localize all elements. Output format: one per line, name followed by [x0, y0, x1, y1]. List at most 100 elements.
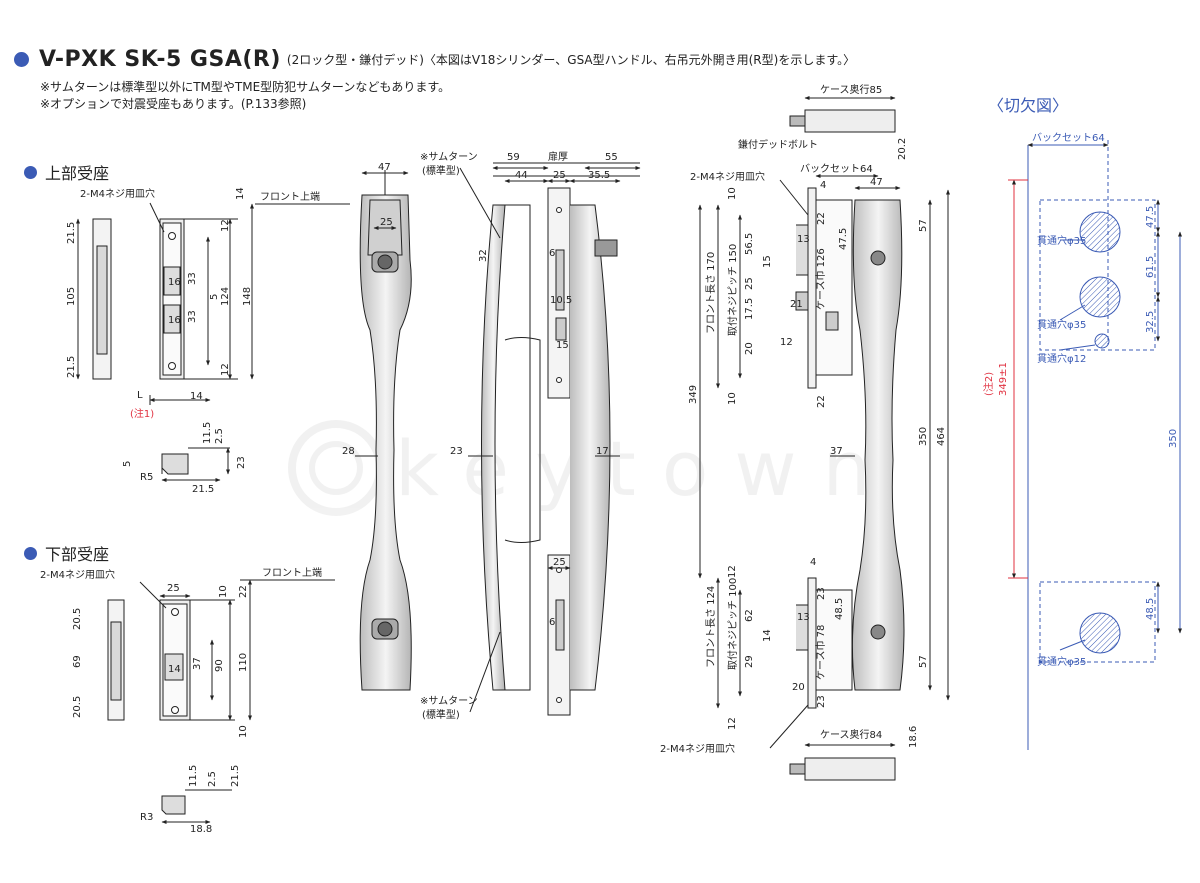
svg-text:12: 12: [220, 363, 231, 376]
svg-text:14: 14: [762, 629, 773, 642]
upper-screw-hole-label: 2-M4ネジ用皿穴: [80, 187, 155, 200]
cutout-labels: バックセット64 貫通穴φ35 貫通穴φ35 貫通穴φ12 貫通穴φ35 47.…: [982, 132, 1179, 668]
svg-text:47.5: 47.5: [838, 228, 849, 250]
svg-text:21.5: 21.5: [230, 765, 241, 787]
front-handle-labels: 47 25 28: [342, 162, 393, 457]
svg-text:10: 10: [727, 392, 738, 405]
svg-text:25: 25: [380, 217, 393, 228]
svg-text:55: 55: [605, 152, 618, 163]
svg-text:61.5: 61.5: [1145, 256, 1156, 278]
note-option: ※オプションで対震受座もあります。(P.133参照): [40, 97, 307, 111]
front-len-124: フロント長さ 124: [705, 586, 717, 668]
section-upper-strike: 上部受座: [24, 160, 109, 184]
mortise-screw-hole-bottom: 2-M4ネジ用皿穴: [660, 742, 735, 755]
svg-text:23: 23: [816, 587, 827, 600]
svg-text:6: 6: [549, 248, 555, 259]
lower-strike-title: 下部受座: [45, 545, 110, 564]
svg-text:21: 21: [790, 299, 803, 310]
note1-ref: (注1): [130, 407, 154, 420]
front-len-170: フロント長さ 170: [705, 252, 717, 334]
front-handle: [355, 170, 412, 691]
lower-strike-drawing: [107, 579, 335, 721]
svg-text:18.6: 18.6: [908, 726, 919, 748]
svg-text:28: 28: [342, 446, 355, 457]
upper-strike-drawing: [76, 202, 350, 405]
svg-text:21.5: 21.5: [66, 222, 77, 244]
upper-bullet-icon: [24, 165, 37, 179]
svg-text:14: 14: [235, 187, 246, 200]
svg-text:21.5: 21.5: [192, 484, 214, 495]
thumbturn-label-bottom: ※サムターン: [420, 695, 478, 707]
svg-text:48.5: 48.5: [834, 598, 845, 620]
svg-text:57: 57: [918, 655, 929, 668]
svg-text:23: 23: [450, 446, 463, 457]
page-title: V-PXK SK-5 GSA(R) (2ロック型・鎌付デッド)〈本図はV18シリ…: [14, 44, 855, 74]
svg-text:62: 62: [744, 609, 755, 622]
svg-text:69: 69: [72, 655, 83, 668]
svg-text:44: 44: [515, 170, 528, 181]
upper-strike-title: 上部受座: [45, 164, 110, 183]
side-view-labels: ※サムターン (標準型) 扉厚 59 55 44 25 35.5 32 6 10…: [420, 150, 618, 721]
svg-text:20.5: 20.5: [72, 696, 83, 718]
svg-text:47: 47: [870, 177, 883, 188]
case-w-78: ケース巾 78: [814, 625, 827, 680]
svg-text:5: 5: [122, 461, 133, 467]
model-subtitle: (2ロック型・鎌付デッド)〈本図はV18シリンダー、GSA型ハンドル、右吊元外開…: [286, 52, 856, 67]
svg-text:350: 350: [1168, 429, 1179, 448]
svg-text:33: 33: [187, 272, 198, 285]
svg-text:22: 22: [238, 585, 249, 598]
dim-349: 349±1: [998, 362, 1009, 396]
case-depth-85: ケース奥行85: [820, 83, 882, 96]
case-depth-84: ケース奥行84: [820, 728, 882, 741]
svg-text:10: 10: [218, 585, 229, 598]
backset-64-cutout: バックセット64: [1032, 132, 1105, 144]
svg-text:20.2: 20.2: [897, 138, 908, 160]
svg-text:14: 14: [168, 664, 181, 675]
lower-strike-section-labels: 11.5 2.5 21.5 R3 18.8: [140, 765, 241, 835]
svg-text:464: 464: [936, 427, 947, 446]
watermark: keytown: [288, 420, 871, 516]
svg-text:33: 33: [187, 310, 198, 323]
svg-text:47: 47: [378, 162, 391, 173]
svg-text:11.5: 11.5: [188, 765, 199, 787]
svg-text:124: 124: [220, 287, 231, 306]
svg-text:148: 148: [242, 287, 253, 306]
svg-text:10: 10: [727, 187, 738, 200]
thumbturn-std-top: (標準型): [422, 164, 460, 177]
svg-text:5: 5: [209, 294, 220, 300]
svg-text:47.5: 47.5: [1145, 206, 1156, 228]
svg-text:25: 25: [553, 557, 566, 568]
svg-text:21.5: 21.5: [66, 356, 77, 378]
pitch-100: 取付ネジピッチ 100: [726, 578, 739, 670]
svg-text:20.5: 20.5: [72, 608, 83, 630]
svg-text:22: 22: [816, 395, 827, 408]
note-thumbturn: ※サムターンは標準型以外にTM型やTME型防犯サムターンなどもあります。: [40, 80, 451, 94]
section-lower-strike: 下部受座: [24, 541, 109, 565]
svg-text:20: 20: [792, 682, 805, 693]
model-name: V-PXK SK-5 GSA(R): [39, 46, 281, 72]
side-view: [459, 162, 641, 716]
svg-text:18.8: 18.8: [190, 824, 212, 835]
svg-text:29: 29: [744, 655, 755, 668]
title-bullet-icon: [14, 51, 29, 67]
mortise-lock-labels: ケース奥行85 鎌付デッドボルト 20.2 バックセット64 2-M4ネジ用皿穴…: [660, 83, 947, 755]
backset-64-mortise: バックセット64: [800, 163, 873, 175]
svg-text:37: 37: [192, 657, 203, 670]
svg-text:14: 14: [190, 391, 203, 402]
svg-text:4: 4: [810, 557, 816, 568]
hole-35-1: 貫通穴φ35: [1037, 234, 1086, 247]
svg-text:23: 23: [816, 695, 827, 708]
svg-text:15: 15: [762, 255, 773, 268]
svg-text:11.5: 11.5: [202, 422, 213, 444]
svg-text:R5: R5: [140, 472, 153, 483]
svg-text:110: 110: [238, 653, 249, 672]
pitch-150: 取付ネジピッチ 150: [726, 244, 739, 336]
svg-text:25: 25: [167, 583, 180, 594]
lower-bullet-icon: [24, 546, 37, 560]
svg-text:13: 13: [797, 612, 810, 623]
hole-35-3: 貫通穴φ35: [1037, 655, 1086, 668]
svg-text:2.5: 2.5: [207, 771, 218, 787]
svg-text:20: 20: [744, 342, 755, 355]
svg-text:12: 12: [220, 219, 231, 232]
svg-text:13: 13: [797, 234, 810, 245]
